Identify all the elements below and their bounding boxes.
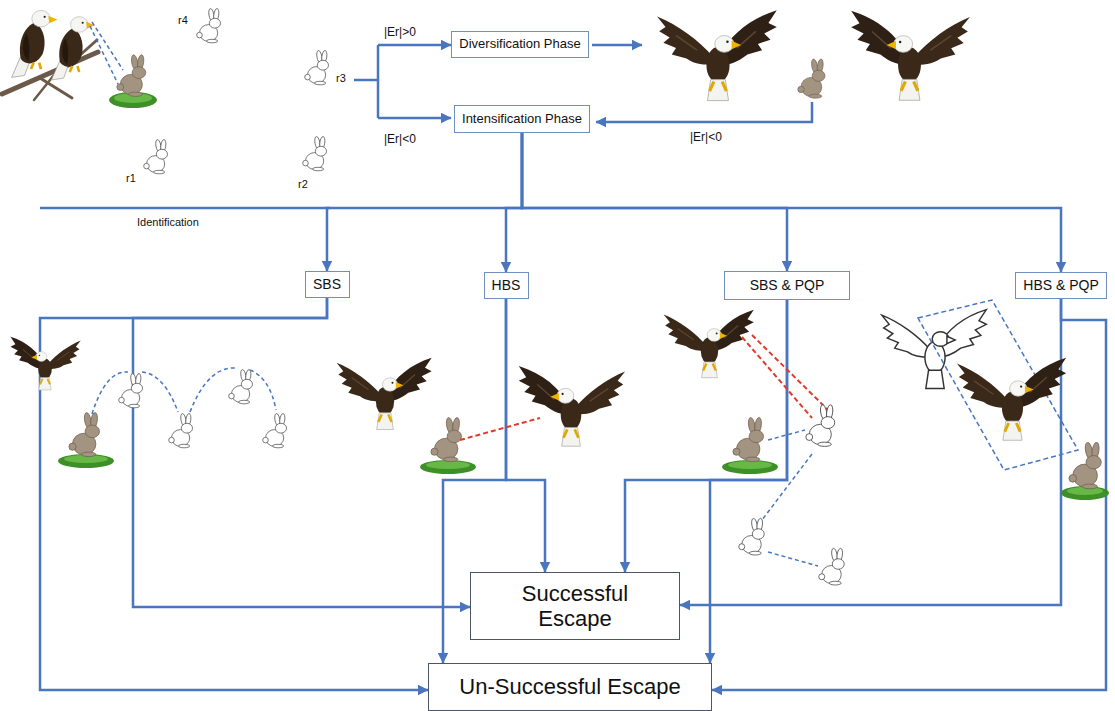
stage-label: Identification [137, 216, 199, 229]
box-text: SBS [313, 276, 341, 292]
condition-label: |Er|<0 [690, 130, 722, 144]
box-text: Intensification Phase [462, 112, 582, 127]
connector-arrow [710, 300, 787, 663]
condition-label: |Er|>0 [384, 25, 416, 39]
connector-arrow [625, 300, 787, 572]
box-text: Diversification Phase [459, 37, 580, 52]
connector-arrow [327, 133, 522, 271]
connector-arrow [522, 133, 787, 271]
connector-arrow [712, 299, 1106, 690]
box-text: Successful Escape [505, 581, 645, 632]
rabbit-label: r4 [178, 14, 188, 27]
connector-arrow [522, 133, 1061, 272]
condition-label: |Er|<0 [384, 132, 416, 146]
connector-arrow [506, 133, 522, 272]
rabbit-label: r1 [126, 172, 136, 185]
connector-arrow [133, 298, 470, 607]
box-text: SBS & PQP [750, 277, 825, 293]
strategy-box: SBS & PQP [724, 271, 850, 300]
box-text: HBS & PQP [1023, 277, 1098, 293]
rabbit-label: r2 [298, 178, 308, 191]
connector-arrow [506, 299, 545, 572]
box-text: Un-Successful Escape [459, 674, 680, 699]
strategy-box: HBS [484, 272, 529, 299]
outcome-box: Successful Escape [470, 572, 680, 640]
strategy-box: SBS [305, 271, 350, 298]
connector-arrow [40, 298, 428, 690]
outcome-box: Un-Successful Escape [428, 663, 712, 711]
phase-box: Intensification Phase [454, 105, 590, 133]
phase-box: Diversification Phase [451, 31, 589, 58]
connector-arrow [680, 299, 1061, 605]
box-text: HBS [492, 277, 521, 293]
rabbit-label: r3 [336, 72, 346, 85]
strategy-box: HBS & PQP [1015, 272, 1107, 299]
